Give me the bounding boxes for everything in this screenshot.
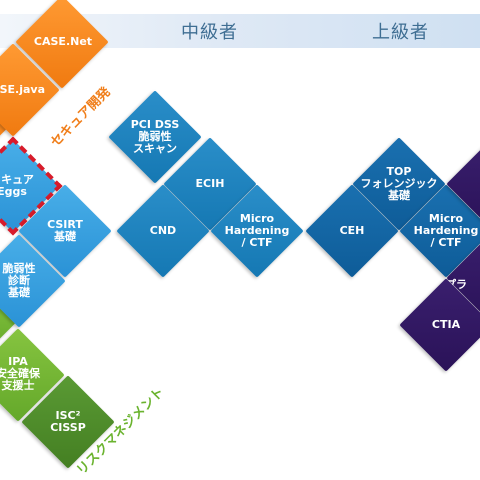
- level-intermediate-label: 中級者: [181, 22, 238, 43]
- level-advanced-label: 上級者: [372, 22, 429, 43]
